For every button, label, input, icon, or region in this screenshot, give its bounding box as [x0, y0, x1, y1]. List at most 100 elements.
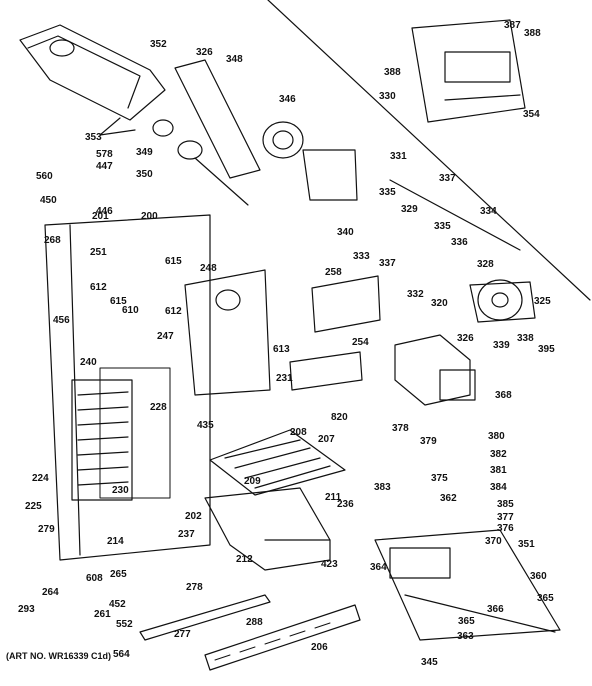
part-number-label: 288 — [246, 617, 263, 628]
part-number-label: 560 — [36, 171, 53, 182]
part-number-label: 248 — [200, 263, 217, 274]
panel-258 — [289, 351, 363, 391]
auger-shaft — [194, 157, 249, 206]
part-number-label: 615 — [110, 296, 127, 307]
part-number-label: 240 — [80, 357, 97, 368]
part-number-label: 450 — [40, 195, 57, 206]
part-number-label: 278 — [186, 582, 203, 593]
part-number-label: 326 — [457, 333, 474, 344]
wire-shelf — [209, 429, 346, 496]
part-number-label: 352 — [150, 39, 167, 50]
freezer-basket — [204, 487, 331, 571]
part-number-label: 251 — [90, 247, 107, 258]
part-number-label: 331 — [390, 151, 407, 162]
part-number-label: 330 — [379, 91, 396, 102]
part-number-label: 348 — [226, 54, 243, 65]
part-number-label: 446 — [96, 206, 113, 217]
part-number-label: 346 — [279, 94, 296, 105]
part-number-label: 200 — [141, 211, 158, 222]
part-number-label: 337 — [439, 173, 456, 184]
part-number-label: 612 — [165, 306, 182, 317]
part-number-label: 254 — [352, 337, 369, 348]
part-number-label: 225 — [25, 501, 42, 512]
part-number-label: 201 — [92, 211, 109, 222]
part-number-label: 552 — [116, 619, 133, 630]
part-number-label: 277 — [174, 629, 191, 640]
part-number-label: 333 — [353, 251, 370, 262]
part-number-label: 320 — [431, 298, 448, 309]
part-number-label: 326 — [196, 47, 213, 58]
part-number-label: 212 — [236, 554, 253, 565]
part-number-label: 261 — [94, 609, 111, 620]
part-number-label: 258 — [325, 267, 342, 278]
auger-349 — [152, 119, 174, 137]
bracket-247 — [184, 269, 271, 396]
toe-grille — [204, 604, 361, 671]
part-number-label: 365 — [537, 593, 554, 604]
part-number-label: 279 — [38, 524, 55, 535]
part-number-label: 345 — [421, 657, 438, 668]
part-number-label: 214 — [107, 536, 124, 547]
part-number-label: 613 — [273, 344, 290, 355]
part-number-label: 264 — [42, 587, 59, 598]
part-number-label: 615 — [165, 256, 182, 267]
part-number-label: 564 — [113, 649, 130, 660]
part-number-label: 366 — [487, 604, 504, 615]
part-number-label: 380 — [488, 431, 505, 442]
part-number-label: 265 — [110, 569, 127, 580]
cabinet-liner — [44, 214, 211, 561]
part-number-label: 376 — [497, 523, 514, 534]
part-number-label: 236 — [337, 499, 354, 510]
part-number-label: 387 — [504, 20, 521, 31]
part-number-label: 207 — [318, 434, 335, 445]
part-number-label: 612 — [90, 282, 107, 293]
part-number-label: 435 — [197, 420, 214, 431]
part-number-label: 384 — [490, 482, 507, 493]
part-number-label: 231 — [276, 373, 293, 384]
part-number-label: 237 — [178, 529, 195, 540]
part-number-label: 349 — [136, 147, 153, 158]
slide-rail — [139, 594, 271, 641]
part-number-label: 385 — [497, 499, 514, 510]
ice-bucket — [19, 24, 166, 136]
panel-395 — [311, 275, 381, 333]
control-housing — [374, 529, 561, 641]
part-number-label: 363 — [457, 631, 474, 642]
part-number-label: 350 — [136, 169, 153, 180]
part-number-label: 364 — [370, 562, 387, 573]
part-number-label: 325 — [534, 296, 551, 307]
part-number-label: 378 — [392, 423, 409, 434]
part-number-label: 209 — [244, 476, 261, 487]
part-number-label: 383 — [374, 482, 391, 493]
part-number-label: 335 — [379, 187, 396, 198]
part-number-label: 375 — [431, 473, 448, 484]
part-number-label: 208 — [290, 427, 307, 438]
part-number-label: 452 — [109, 599, 126, 610]
cabinet-edge-line — [267, 0, 591, 301]
part-number-label: 336 — [451, 237, 468, 248]
part-number-label: 328 — [477, 259, 494, 270]
part-number-label: 370 — [485, 536, 502, 547]
part-number-label: 388 — [384, 67, 401, 78]
bracket-hole — [215, 289, 241, 311]
auger-motor — [469, 279, 536, 323]
part-number-label: 329 — [401, 204, 418, 215]
part-number-label: 362 — [440, 493, 457, 504]
evaporator — [71, 367, 171, 501]
part-number-label: 230 — [112, 485, 129, 496]
part-number-label: 608 — [86, 573, 103, 584]
part-number-label: 353 — [85, 132, 102, 143]
part-number-label: 365 — [458, 616, 475, 627]
part-number-label: 395 — [538, 344, 555, 355]
part-number-label: 456 — [53, 315, 70, 326]
part-number-label: 340 — [337, 227, 354, 238]
part-number-label: 211 — [325, 492, 342, 503]
part-number-label: 423 — [321, 559, 338, 570]
part-number-label: 377 — [497, 512, 514, 523]
part-number-label: 360 — [530, 571, 547, 582]
part-number-label: 337 — [379, 258, 396, 269]
part-number-label: 228 — [150, 402, 167, 413]
part-number-label: 351 — [518, 539, 535, 550]
